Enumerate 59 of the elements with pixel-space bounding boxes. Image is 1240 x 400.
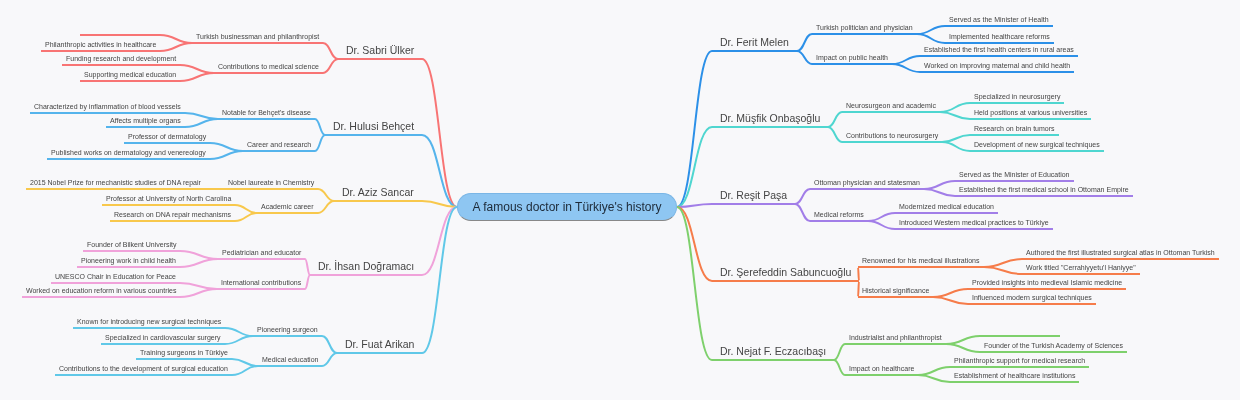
branch-connector bbox=[796, 50, 813, 65]
branch-topic: Dr. Şerefeddin Sabuncuoğlu bbox=[712, 266, 860, 282]
branch-connector bbox=[857, 266, 860, 282]
branch-connector bbox=[421, 200, 458, 208]
branch-topic: Dr. Sabri Ülker bbox=[338, 44, 423, 60]
branch-topic: Dr. Müşfik Onbaşoğlu bbox=[712, 112, 829, 128]
branch-topic: Dr. İhsan Doğramacı bbox=[310, 260, 423, 276]
branch-connector bbox=[314, 118, 326, 136]
branch-connector bbox=[159, 42, 193, 52]
branch-connector bbox=[891, 63, 921, 73]
branch-connector bbox=[676, 50, 713, 208]
branch-connector bbox=[676, 203, 713, 208]
branch-connector bbox=[827, 126, 843, 143]
branch-connector bbox=[923, 188, 956, 197]
branch-connector bbox=[827, 111, 843, 128]
branch-connector bbox=[676, 206, 713, 361]
branch-connector bbox=[941, 141, 971, 152]
branch-connector bbox=[204, 188, 225, 190]
branch-connector bbox=[939, 111, 971, 120]
branch-connector bbox=[304, 258, 311, 276]
branch-connector bbox=[317, 188, 335, 202]
branch-topic: Dr. Hulusi Behçet bbox=[325, 120, 423, 136]
branch-connector bbox=[794, 188, 811, 205]
branch-topic: Dr. Aziz Sancar bbox=[334, 186, 422, 202]
branch-connector bbox=[945, 343, 981, 353]
branch-connector bbox=[314, 134, 326, 152]
branch-connector bbox=[421, 206, 458, 354]
branch-topic: Dr. Fuat Arikan bbox=[337, 338, 423, 354]
branch-connector bbox=[321, 352, 338, 367]
branch-connector bbox=[833, 359, 846, 376]
central-topic: A famous doctor in Türkiye's history bbox=[457, 193, 677, 221]
branch-connector bbox=[321, 335, 338, 354]
branch-connector bbox=[322, 58, 339, 74]
branch-connector bbox=[983, 266, 1023, 275]
branch-connector bbox=[234, 212, 258, 222]
branch-connector bbox=[676, 126, 713, 208]
branch-connector bbox=[317, 200, 335, 214]
branch-connector bbox=[796, 33, 813, 52]
branch-connector bbox=[917, 374, 951, 383]
branch-connector bbox=[916, 33, 946, 44]
branch-topic: Dr. Reşit Paşa bbox=[712, 189, 796, 205]
branch-connector bbox=[304, 274, 311, 290]
branch-connector bbox=[833, 343, 846, 361]
branch-connector bbox=[857, 280, 860, 298]
branch-connector bbox=[184, 118, 219, 128]
branch-connector bbox=[322, 42, 339, 60]
branch-connector bbox=[179, 288, 218, 298]
branch-connector bbox=[932, 296, 969, 305]
branch-topic: Dr. Nejat F. Eczacıbaşı bbox=[712, 345, 835, 361]
branch-connector bbox=[179, 258, 219, 268]
branch-connector bbox=[224, 335, 254, 345]
branch-connector bbox=[794, 203, 811, 222]
branch-connector bbox=[867, 220, 896, 230]
branch-connector bbox=[231, 365, 259, 376]
branch-connector bbox=[421, 58, 458, 208]
branch-connector bbox=[179, 72, 215, 82]
branch-topic: Dr. Ferit Melen bbox=[712, 36, 797, 52]
branch-connector bbox=[209, 150, 244, 160]
branch-connector bbox=[421, 134, 458, 208]
